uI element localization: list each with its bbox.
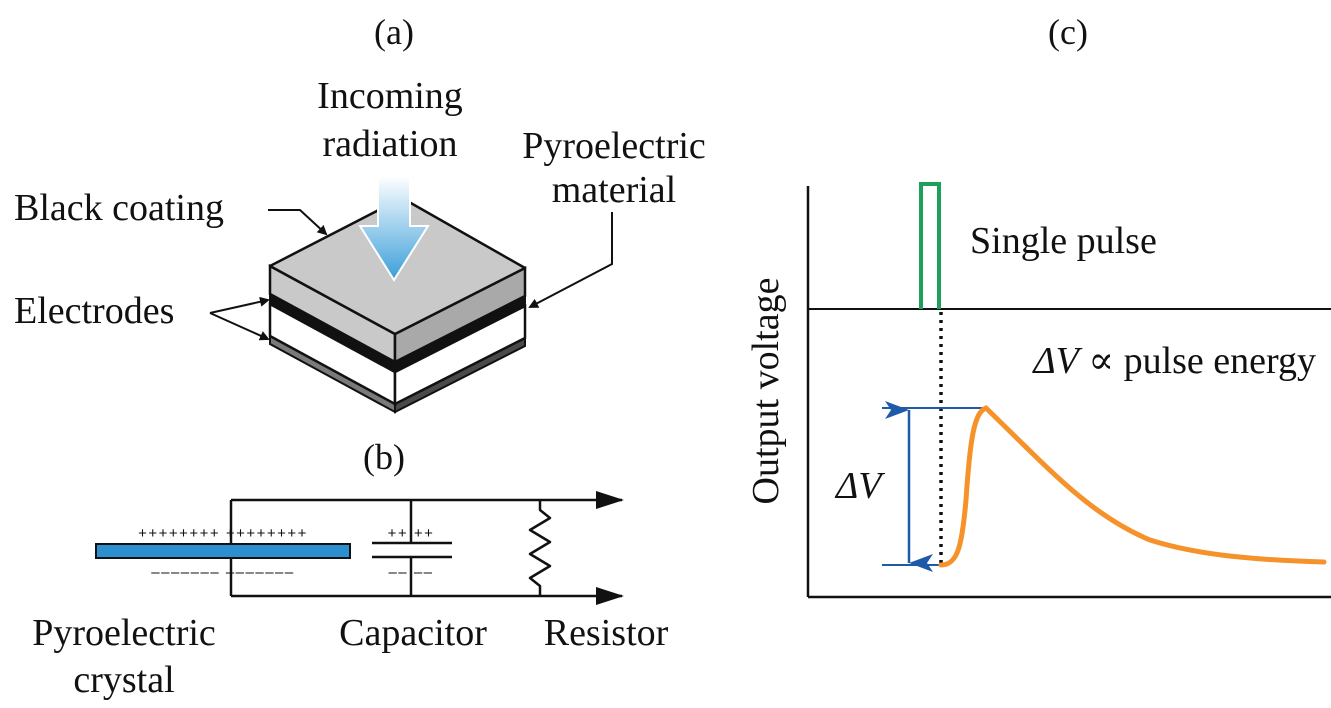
crystal-bottom-charges: ––––––– ––––––– [151,564,294,581]
capacitor-bottom-charges: –– –– [388,564,433,581]
capacitor-label: Capacitor [339,612,487,654]
resistor [528,500,552,596]
pyroelectric-material-line2: material [552,169,676,211]
crystal-top-charges: ++++++++ ++++++++ [138,525,308,542]
single-pulse [919,182,941,309]
black-coating-leader [268,209,328,236]
energy-relation-text: ∝ pulse energy [1079,340,1316,382]
single-pulse-label: Single pulse [970,220,1157,262]
circuit: ++++++++ ++++++++ ––––––– ––––––– ++ ++ … [95,491,624,605]
energy-relation-symbol: ΔV [1031,340,1082,382]
panel-b-label: (b) [363,437,405,477]
capacitor-top-charges: ++ ++ [388,525,435,542]
y-axis-label: Output voltage [745,278,787,505]
response-curve [938,405,1327,568]
panel-c-label: (c) [1048,12,1088,52]
pyro-material-leader [528,212,613,308]
electrodes-leader-bottom [209,312,270,341]
energy-relation-label: ΔV ∝ pulse energy [1031,340,1316,382]
electrodes-leader-top [209,296,270,314]
electrodes-label: Electrodes [14,290,174,332]
crystal-label-line2: crystal [73,659,174,701]
crystal-label-line1: Pyroelectric [32,612,216,654]
delta-v-label: ΔV [834,465,885,507]
resistor-label: Resistor [544,612,669,654]
black-coating-label: Black coating [14,187,224,229]
radiation-arrow [358,175,430,282]
output-plot [806,182,1331,599]
pyroelectric-material-line1: Pyroelectric [522,125,706,167]
incoming-radiation-line1: Incoming [317,75,463,117]
pyroelectric-crystal [95,543,351,559]
panel-a-label: (a) [374,12,414,52]
incoming-radiation-line2: radiation [322,123,457,165]
